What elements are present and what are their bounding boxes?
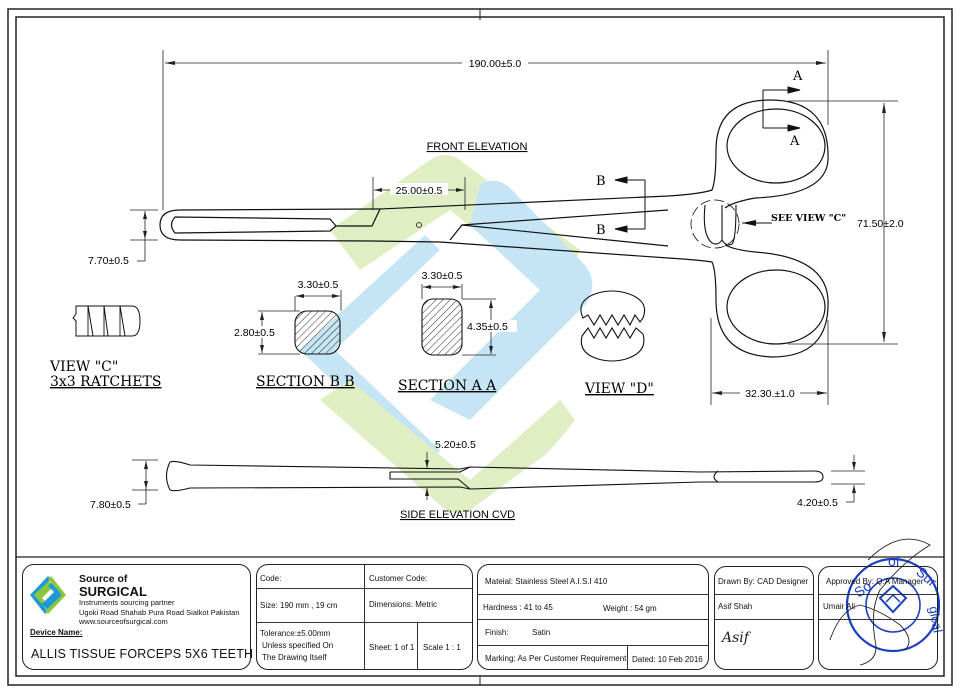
forceps-tip bbox=[159, 209, 181, 241]
company-tagline: Instruments sourcing partner bbox=[79, 598, 175, 607]
material-box bbox=[477, 564, 709, 670]
forceps-side-view bbox=[165, 460, 824, 492]
dimensions-value: Dimensions: Metric bbox=[369, 600, 438, 609]
dim-section-bb-height: 2.80±0.5 bbox=[234, 327, 275, 339]
forceps-jaw-step-upper bbox=[336, 208, 381, 227]
view-d-teeth bbox=[580, 290, 646, 362]
side-ring-slot bbox=[713, 470, 719, 483]
view-d-title: VIEW "D" bbox=[584, 381, 654, 397]
company-website: www.sourceofsurgical.com bbox=[79, 617, 168, 626]
size-value: Size: 190 mm , 19 cm bbox=[260, 601, 338, 610]
code-label: Code: bbox=[260, 574, 282, 583]
customer-code-label: Customer Code: bbox=[369, 574, 428, 583]
sheet-value: Sheet: 1 of 1 bbox=[369, 643, 415, 652]
section-bb-title: SECTION B B bbox=[256, 374, 355, 390]
section-aa-title: SECTION A A bbox=[398, 378, 497, 394]
view-c-subtitle: 3x3 RATCHETS bbox=[50, 374, 161, 390]
scale-value: Scale 1 : 1 bbox=[423, 643, 461, 652]
tolerance-line2: Unless specified On bbox=[262, 641, 334, 650]
approver-name: Umair Ali bbox=[823, 602, 856, 611]
dim-ring-height: 71.50±2.0 bbox=[857, 218, 904, 230]
section-marker-b bbox=[614, 176, 646, 233]
company-name-line2: SURGICAL bbox=[79, 584, 147, 599]
spec-box bbox=[256, 564, 473, 670]
approved-by-box bbox=[818, 566, 938, 670]
drawer-name: Asif Shah bbox=[718, 602, 753, 611]
drawn-by-box bbox=[714, 566, 814, 670]
watermark-blue-band-right bbox=[430, 180, 593, 420]
tolerance-line3: The Drawing Itself bbox=[262, 653, 327, 662]
watermark-green-band-bottom bbox=[320, 380, 575, 514]
side-elevation-title: SIDE ELEVATION CVD bbox=[400, 509, 515, 521]
view-c-title: VIEW "C" bbox=[49, 359, 118, 375]
section-b-label-top: B bbox=[596, 174, 606, 189]
company-logo-icon bbox=[30, 576, 66, 614]
approved-by-label: Approved By: Q.A Manager bbox=[826, 577, 924, 586]
dim-section-bb-width: 3.30±0.5 bbox=[298, 279, 339, 291]
hardness-value: Hardness : 41 to 45 bbox=[483, 603, 553, 612]
forceps-lower-shank bbox=[179, 239, 829, 358]
dim-overall-arrow-left bbox=[165, 61, 175, 65]
company-name-line1: Source of bbox=[79, 573, 128, 585]
dated-value: Dated: 10 Feb 2016 bbox=[632, 655, 703, 664]
see-view-c-arrow bbox=[742, 220, 756, 226]
company-info-box bbox=[22, 564, 251, 670]
ring-upper-inner bbox=[726, 108, 826, 184]
finish-label: Finish: bbox=[485, 628, 509, 637]
drawer-signature: Asif bbox=[722, 630, 749, 646]
section-aa-shape bbox=[421, 298, 463, 356]
forceps-upper-shank bbox=[179, 99, 829, 211]
front-elevation-title: FRONT ELEVATION bbox=[427, 141, 528, 153]
dim-section-aa-width: 3.30±0.5 bbox=[422, 270, 463, 282]
dim-overall-length: 190.00±5.0 bbox=[469, 58, 522, 70]
company-address: Ugoki Road Shahab Pura Road Sialkot Paki… bbox=[79, 608, 240, 617]
dim-side-tip-width: 7.80±0.5 bbox=[90, 499, 131, 511]
material-value: Mateial: Stainless Steel A.I.S.I 410 bbox=[485, 577, 608, 586]
dim-overall-arrow-right bbox=[816, 61, 826, 65]
finish-value: Satin bbox=[532, 628, 551, 637]
approver-signature bbox=[829, 538, 931, 666]
section-a-label-bottom: A bbox=[789, 134, 800, 149]
section-bb-shape bbox=[294, 310, 341, 355]
pivot-hole bbox=[416, 222, 422, 228]
section-marker-a bbox=[762, 86, 801, 132]
forceps-front-view bbox=[159, 99, 829, 358]
dim-jaw-length: 25.00±0.5 bbox=[396, 185, 443, 197]
dim-section-aa-height: 4.35±0.5 bbox=[467, 321, 508, 333]
dim-side-joint: 5.20±0.5 bbox=[435, 439, 476, 451]
dim-tip-width-front: 7.70±0.5 bbox=[88, 255, 129, 267]
device-name-value: ALLIS TISSUE FORCEPS 5X6 TEETH bbox=[31, 647, 254, 661]
view-c-ratchets bbox=[72, 305, 141, 337]
box-joint bbox=[690, 199, 740, 249]
weight-value: Weight : 54 gm bbox=[603, 604, 657, 613]
side-slot bbox=[389, 466, 471, 490]
forceps-jaw-line-mid bbox=[461, 224, 669, 247]
dim-ring-width: 32.30.±1.0 bbox=[745, 388, 795, 400]
device-name-label: Device Name: bbox=[30, 628, 83, 637]
dim-side-ring-thickness: 4.20±0.5 bbox=[797, 497, 838, 509]
forceps-inner-slot bbox=[170, 216, 337, 234]
marking-value: Marking: As Per Customer Requirement bbox=[485, 654, 627, 663]
ring-lower-inner bbox=[726, 269, 826, 345]
section-a-label-top: A bbox=[792, 69, 803, 84]
svg-text:of: of bbox=[888, 553, 900, 569]
drawn-by-label: Drawn By: CAD Designer bbox=[718, 577, 809, 586]
see-view-c-label: SEE VIEW "C" bbox=[771, 213, 846, 224]
section-b-label-bottom: B bbox=[596, 223, 606, 238]
tolerance-line1: Tolerance:±5.00mm bbox=[260, 629, 331, 638]
side-tip bbox=[165, 461, 171, 491]
